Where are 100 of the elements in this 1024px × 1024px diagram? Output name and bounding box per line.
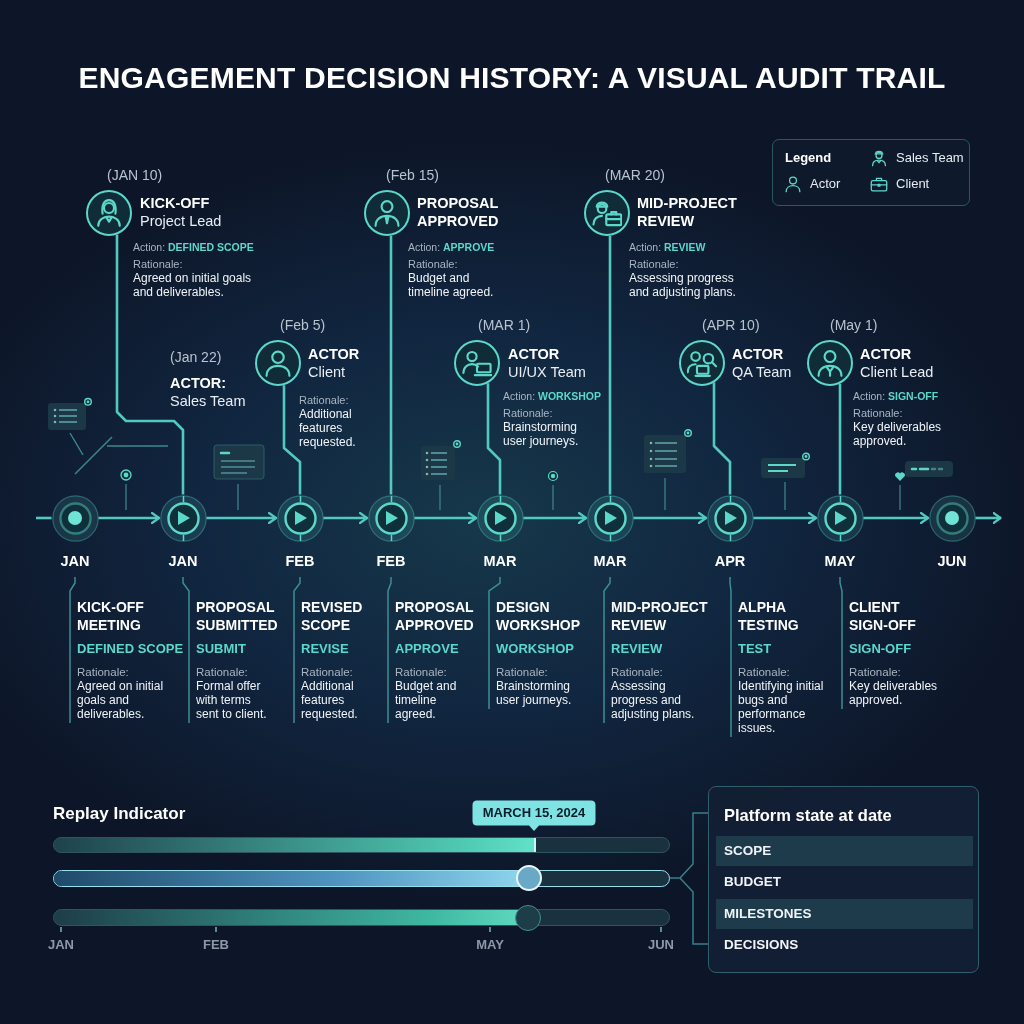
event-date: (May 1): [830, 317, 878, 333]
rationale-label: Rationale:: [299, 393, 349, 407]
avatar-circle: [807, 340, 853, 386]
milestone-title: PROPOSAL SUBMITTED: [196, 598, 279, 634]
rationale-text: Budget and timeline agreed.: [408, 271, 495, 299]
rationale-label: Rationale:: [408, 257, 458, 271]
rationale-text: Agreed on initial goals and deliverables.: [133, 271, 253, 299]
action-text: Action: SIGN-OFF: [853, 389, 939, 403]
event-date: (Jan 22): [170, 349, 222, 365]
tooltip-text: MARCH 15, 2024: [482, 804, 586, 822]
rationale-label: Rationale:: [196, 665, 248, 679]
actor-name: UI/UX Team: [508, 363, 586, 381]
legend-title: Legend: [785, 150, 832, 166]
avatar-circle: [584, 190, 630, 236]
connector-line: [608, 235, 612, 495]
rationale-text: Agreed on initial goals and deliverables.: [77, 679, 165, 721]
rationale-text: Identifying initial bugs and performance issues.: [738, 679, 825, 735]
connector-line: [838, 383, 842, 495]
rationale-label: Rationale:: [503, 406, 553, 420]
axis-label: MAY: [476, 937, 504, 953]
milestone-title: REVISED SCOPE: [301, 598, 364, 634]
rationale-text: Key deliverables approved.: [849, 679, 939, 707]
rationale-text: Brainstorming user journeys.: [503, 420, 580, 448]
connector-line: [486, 383, 502, 495]
month-label: FEB: [285, 552, 315, 570]
milestone-title: MID-PROJECT REVIEW: [611, 598, 709, 634]
state-panel: [708, 786, 979, 973]
action-tag: REVIEW: [611, 641, 663, 657]
event-title: ACTOR: [860, 345, 912, 363]
axis-label: JUN: [648, 937, 674, 953]
state-row: MILESTONES: [716, 898, 973, 929]
event-date: (JAN 10): [107, 167, 163, 183]
state-row: SCOPE: [716, 836, 973, 866]
avatar-circle: [454, 340, 500, 386]
avatar-circle: [364, 190, 410, 236]
timeline-node: [367, 494, 415, 542]
event-title: MID-PROJECT REVIEW: [637, 194, 738, 230]
arrow: [98, 511, 161, 525]
timeline-node: [476, 494, 524, 542]
arrow: [323, 511, 369, 525]
month-label: JAN: [60, 552, 90, 570]
timeline-node: [276, 494, 324, 542]
arrow: [206, 511, 278, 525]
rationale-label: Rationale:: [496, 665, 548, 679]
rationale-label: Rationale:: [849, 665, 901, 679]
actor-name: Client: [308, 363, 346, 381]
actor-name: QA Team: [732, 363, 792, 381]
legend-label: Sales Team: [896, 150, 964, 166]
month-label: JAN: [168, 552, 198, 570]
rationale-label: Rationale:: [853, 406, 903, 420]
avatar-circle: [86, 190, 132, 236]
connector-line: [115, 234, 185, 495]
rationale-label: Rationale:: [77, 665, 129, 679]
month-label: MAR: [593, 552, 627, 570]
month-label: JUN: [937, 552, 967, 570]
timeline-node: [816, 494, 864, 542]
rationale-text: Assessing progress and adjusting plans.: [629, 271, 737, 299]
action-tag: SIGN-OFF: [849, 641, 912, 657]
timeline-node: [586, 494, 634, 542]
milestone-title: KICK-OFF MEETING: [77, 598, 145, 634]
action-tag: TEST: [738, 641, 772, 657]
month-label: APR: [714, 552, 746, 570]
milestone-title: PROPOSAL APPROVED: [395, 598, 475, 634]
action-text: Action: REVIEW: [629, 240, 706, 254]
action-tag: APPROVE: [395, 641, 459, 657]
timeline-node: [706, 494, 754, 542]
connector-line: [712, 382, 732, 495]
action-text: Action: WORKSHOP: [503, 389, 602, 403]
arrow: [753, 511, 818, 525]
rationale-text: Additional features requested.: [299, 407, 357, 449]
event-date: (APR 10): [702, 317, 760, 333]
axis-label: FEB: [203, 937, 229, 953]
rationale-label: Rationale:: [301, 665, 353, 679]
rationale-text: Budget and timeline agreed.: [395, 679, 458, 721]
connector-line: [282, 385, 302, 495]
rationale-label: Rationale:: [738, 665, 790, 679]
rationale-text: Additional features requested.: [301, 679, 359, 721]
timeline-node: [928, 494, 976, 542]
action-tag: SUBMIT: [196, 641, 246, 657]
rationale-label: Rationale:: [629, 257, 679, 271]
milestone-title: CLIENT SIGN-OFF: [849, 598, 917, 634]
rationale-text: Assessing progress and adjusting plans.: [611, 679, 696, 721]
event-title: ACTOR:: [170, 374, 227, 392]
page-title: ENGAGEMENT DECISION HISTORY: A VISUAL AUDIT TRAIL: [78, 60, 946, 96]
connector-line: [389, 235, 393, 495]
section-heading: Replay Indicator: [53, 803, 186, 825]
actor-name: Project Lead: [140, 212, 222, 230]
state-row-text: BUDGET: [723, 873, 782, 892]
event-title: KICK-OFF: [140, 194, 210, 212]
month-label: FEB: [376, 552, 406, 570]
actor-name: Sales Team: [170, 392, 246, 410]
panel-heading: Platform state at date: [724, 805, 892, 825]
month-label: MAR: [483, 552, 517, 570]
arrow: [414, 511, 478, 525]
action-tag: WORKSHOP: [496, 641, 574, 657]
arrow: [523, 511, 588, 525]
arrow: [633, 511, 708, 525]
rationale-text: Formal offer with terms sent to client.: [196, 679, 268, 721]
milestone-title: DESIGN WORKSHOP: [496, 598, 581, 634]
legend-label: Actor: [810, 176, 841, 192]
